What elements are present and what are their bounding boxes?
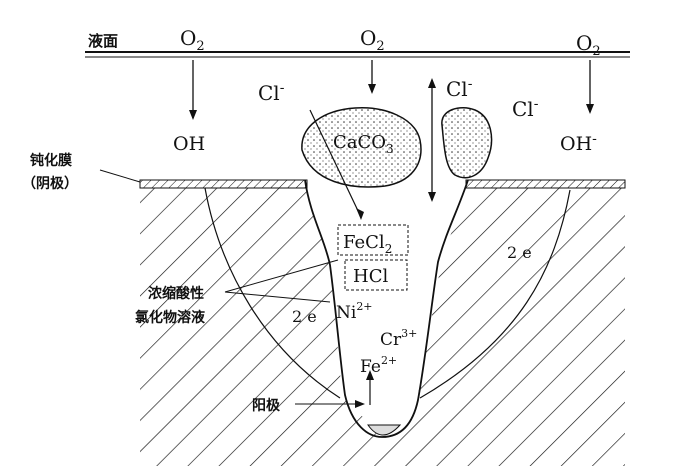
cl-right-label: Cl-	[512, 96, 539, 121]
concentrated-solution-line2: 氯化物溶液	[135, 309, 206, 326]
electron-path-left	[204, 187, 341, 399]
oh-right-label: OH-	[560, 131, 597, 155]
passive-film-right	[465, 179, 626, 189]
fecl2-label: FeCl2	[343, 232, 392, 256]
two-e-right-label: 2 e	[507, 243, 532, 262]
anode-cap	[367, 424, 402, 436]
concentrated-solution-line1: 浓缩酸性	[148, 285, 204, 302]
fe-label: Fe2+	[360, 354, 397, 377]
o2-right-label: O2	[576, 31, 601, 59]
cl-left-label: Cl-	[258, 80, 285, 105]
fecl2-box	[337, 224, 409, 256]
ni-label: Ni2+	[336, 300, 373, 323]
electron-path-right	[419, 189, 571, 399]
cl-mid-label: Cl-	[446, 76, 473, 101]
arrow-cl-to-fecl2	[309, 109, 361, 216]
right-deposit	[441, 106, 493, 179]
hcl-box	[344, 259, 408, 291]
surface-label: 液面	[88, 32, 118, 50]
cathode-label: （阴极）	[22, 175, 78, 192]
o2-left-label: O2	[180, 26, 205, 54]
caco3-deposit	[301, 107, 422, 188]
passive-film-label: 钝化膜	[30, 152, 72, 169]
passive-film-left	[139, 179, 308, 189]
two-e-left-label: 2 e	[292, 307, 317, 326]
oh-left-label: OH	[173, 133, 205, 155]
o2-mid-label: O2	[360, 26, 385, 54]
metal-substrate	[140, 188, 625, 466]
caco3-label: CaCO3	[333, 132, 394, 156]
cr-label: Cr3+	[380, 327, 417, 350]
pit-outline	[304, 179, 469, 438]
hcl-label: HCl	[353, 266, 388, 287]
anode-label: 阳极	[252, 397, 281, 414]
